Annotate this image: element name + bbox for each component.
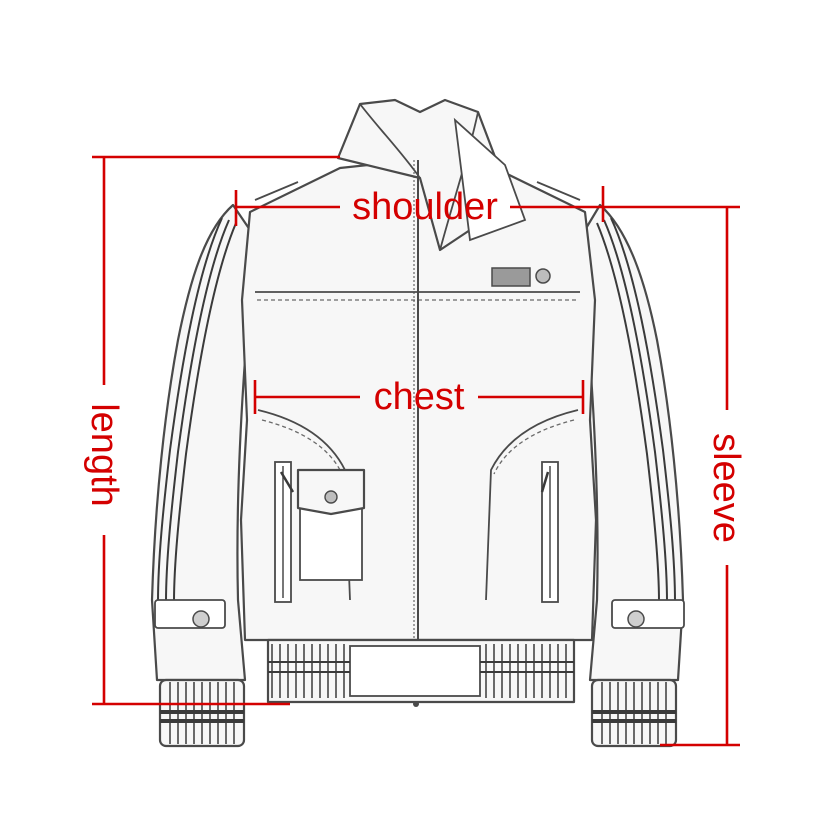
right-cuff-tab [611,599,685,629]
length-dimension: length [83,155,340,706]
right-zip-pocket [540,461,559,603]
shoulder-dimension: shoulder [234,186,605,228]
waistband [266,638,576,704]
sleeve-dimension: sleeve [603,205,747,747]
snap-icon [535,268,551,284]
zip-pull-icon [279,471,295,493]
button-icon [192,610,210,628]
left-cuff [158,678,246,748]
zip-pull-icon [540,471,550,493]
snap-icon [324,490,338,504]
right-cuff [590,678,678,748]
chest-label: chest [374,376,465,418]
chest-dimension: chest [253,376,585,418]
left-sleeve [150,203,252,748]
chest-pocket [491,267,551,287]
button-icon [627,610,645,628]
left-flap-pocket [296,468,366,581]
length-label: length [83,403,125,507]
shoulder-label: shoulder [352,186,498,228]
left-zip-pocket [274,461,295,603]
left-cuff-tab [154,599,226,629]
sleeve-label: sleeve [705,433,747,543]
right-sleeve [583,203,685,748]
